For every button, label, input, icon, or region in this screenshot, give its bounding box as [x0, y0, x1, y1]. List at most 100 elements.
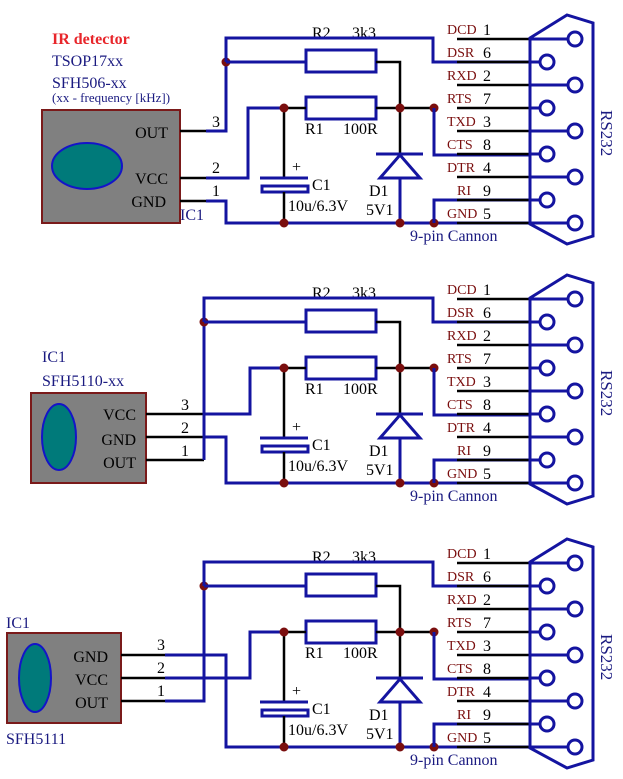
ir-detector-title: IR detector: [52, 31, 130, 48]
db9-pin-name-dtr: DTR: [447, 421, 476, 436]
ic-pin-out: OUT: [103, 455, 136, 472]
junction-dot: [279, 742, 289, 752]
db9-pin-socket: [566, 692, 584, 710]
ic-pin-vcc: VCC: [103, 407, 136, 424]
junction-dot: [279, 103, 289, 113]
db9-pin-num-7: 7: [483, 91, 491, 108]
db9-pin-socket: [566, 382, 584, 400]
db9-pin-num-5: 5: [483, 466, 491, 483]
part-number-sfh5111: SFH5111: [6, 731, 66, 748]
part-number-sfh506: SFH506-xx: [52, 75, 127, 92]
connector-name: 9-pin Cannon: [410, 228, 498, 245]
db9-pin-socket: [538, 669, 556, 687]
d1-value: 5V1: [366, 202, 394, 219]
db9-pin-num-2: 2: [483, 328, 491, 345]
db9-pin-num-5: 5: [483, 730, 491, 747]
db9-pin-num-8: 8: [483, 661, 491, 678]
db9-pin-name-rts: RTS: [447, 352, 472, 367]
db9-pin-name-dcd: DCD: [447, 547, 477, 562]
db9-pin-num-9: 9: [483, 183, 491, 200]
db9-pin-socket: [566, 738, 584, 756]
d1-value: 5V1: [366, 726, 394, 743]
db9-pin-socket: [566, 30, 584, 48]
db9-pin-socket: [538, 99, 556, 117]
diode-d1-triangle: [376, 676, 424, 704]
connector-name: 9-pin Cannon: [410, 752, 498, 769]
db9-pin-num-6: 6: [483, 569, 491, 586]
ic-pin-out: OUT: [75, 695, 108, 712]
junction-dot: [395, 627, 405, 637]
d1-label: D1: [369, 443, 389, 460]
db9-pin-num-1: 1: [483, 22, 491, 39]
d1-value: 5V1: [366, 462, 394, 479]
r1-value: 100R: [343, 381, 378, 398]
db9-connector-shell: [528, 273, 595, 506]
vcc-wire: [165, 630, 284, 680]
ic-pin-num-vcc: 2: [157, 660, 165, 677]
r2-to-diode-wire: [376, 60, 402, 108]
rs232-title: RS232: [597, 370, 616, 416]
ic-pin-vcc: VCC: [135, 171, 168, 188]
db9-pin-num-1: 1: [483, 282, 491, 299]
db9-pin-socket: [566, 122, 584, 140]
db9-pin-name-gnd: GND: [447, 731, 477, 746]
db9-pin-num-7: 7: [483, 351, 491, 368]
junction-dot: [279, 218, 289, 228]
c1-value: 10u/6.3V: [288, 458, 348, 475]
capacitor-c1-plate-neg: [260, 444, 310, 454]
db9-pin-socket: [538, 577, 556, 595]
resistor-r1: [304, 95, 378, 121]
db9-pin-name-gnd: GND: [447, 207, 477, 222]
c1-value: 10u/6.3V: [288, 198, 348, 215]
ic-pin-num-out: 3: [212, 114, 220, 131]
db9-pin-socket: [538, 359, 556, 377]
db9-pin-name-dsr: DSR: [447, 46, 475, 61]
rs232-title: RS232: [597, 110, 616, 156]
db9-pin-name-ri: RI: [457, 444, 471, 459]
resistor-r2: [304, 308, 378, 334]
gnd-wire: [206, 199, 230, 225]
db9-pin-socket: [538, 715, 556, 733]
junction-dot: [395, 742, 405, 752]
connector-name: 9-pin Cannon: [410, 488, 498, 505]
c1-label: C1: [312, 701, 331, 718]
r1-label: R1: [305, 381, 324, 398]
c1-plus-sign: +: [292, 419, 301, 436]
diode-d1-triangle: [376, 152, 424, 180]
ic-pin-out: OUT: [135, 125, 168, 142]
db9-pin-name-dtr: DTR: [447, 685, 476, 700]
ic-pin-vcc: VCC: [75, 672, 108, 689]
frequency-note: (xx - frequency [kHz]): [52, 90, 170, 105]
db9-pin-socket: [566, 214, 584, 232]
db9-pin-name-rts: RTS: [447, 616, 472, 631]
rs232-title: RS232: [597, 634, 616, 680]
db9-pin-num-6: 6: [483, 305, 491, 322]
part-number-sfh5110: SFH5110-xx: [42, 373, 124, 390]
db9-connector-shell: [528, 537, 595, 770]
r1-value: 100R: [343, 645, 378, 662]
db9-pin-socket: [566, 474, 584, 492]
ic-pin-num-out: 1: [181, 443, 189, 460]
ic-pin-gnd: GND: [101, 432, 136, 449]
db9-pin-num-7: 7: [483, 615, 491, 632]
c1-value: 10u/6.3V: [288, 722, 348, 739]
d1-label: D1: [369, 183, 389, 200]
db9-pin-socket: [566, 428, 584, 446]
db9-pin-name-rxd: RXD: [447, 593, 477, 608]
db9-pin-num-8: 8: [483, 397, 491, 414]
ir-lens-window: [41, 403, 77, 471]
db9-pin-socket: [538, 405, 556, 423]
c1-label: C1: [312, 177, 331, 194]
ic-pin-num-vcc: 3: [181, 397, 189, 414]
ic-ref-label: IC1: [6, 615, 30, 632]
db9-pin-socket: [538, 451, 556, 469]
r1-value: 100R: [343, 121, 378, 138]
gnd-wire: [165, 653, 230, 749]
db9-pin-num-6: 6: [483, 45, 491, 62]
junction-dot: [395, 478, 405, 488]
c1-plus-sign: +: [292, 683, 301, 700]
